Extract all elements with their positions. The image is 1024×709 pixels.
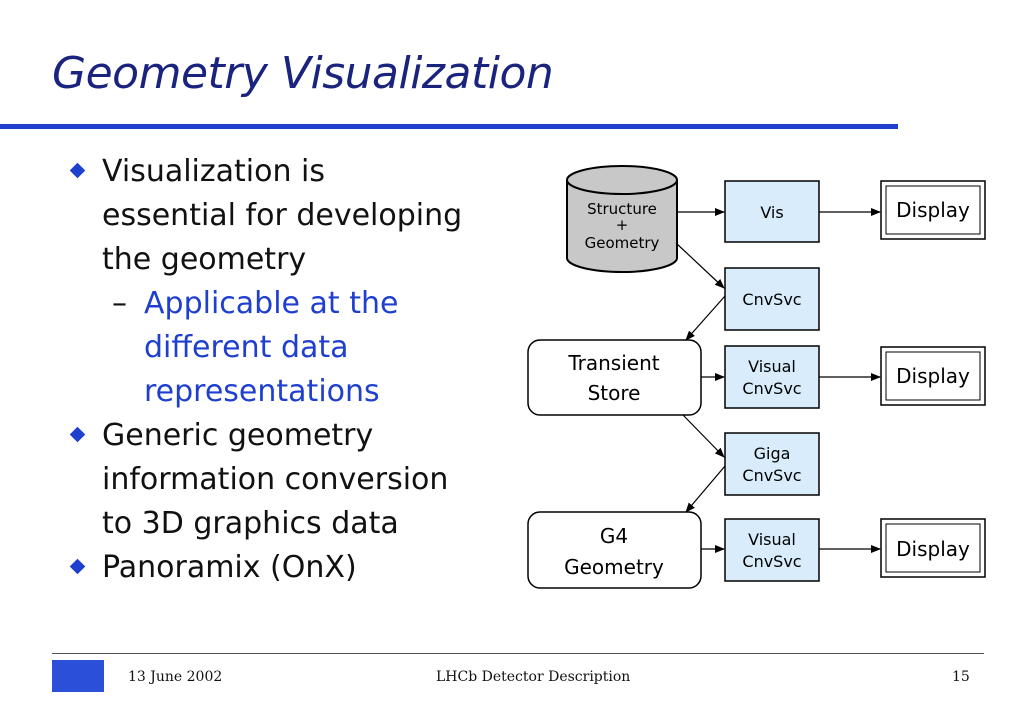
structure-geometry-database: Structure + Geometry xyxy=(566,165,678,273)
sub-bullet-line: different data xyxy=(144,330,349,365)
page-number: 15 xyxy=(952,669,970,685)
cnvsvc-label: CnvSvc xyxy=(742,290,801,309)
bullet-line: information conversion xyxy=(102,462,449,497)
transient-store-label-line: Store xyxy=(588,381,641,405)
sub-bullet-line: Applicable at the xyxy=(144,286,399,321)
bullet-line: essential for developing xyxy=(102,198,463,233)
visual-cnvsvc-label-line: CnvSvc xyxy=(742,552,801,571)
arrow-transient-to-giga xyxy=(682,414,725,458)
giga-cnvsvc-box: Giga CnvSvc xyxy=(724,432,820,496)
cylinder-label-line: + xyxy=(616,216,629,234)
bullet-list: Visualization is essential for developin… xyxy=(66,150,516,590)
sub-bullet-applicable: – Applicable at the different data repre… xyxy=(66,282,516,414)
bullet-generic-geometry: Generic geometry information conversion … xyxy=(66,414,516,546)
display-label: Display xyxy=(896,364,970,388)
slide-title: Geometry Visualization xyxy=(52,48,554,99)
visual-cnvsvc-label-line: Visual xyxy=(748,357,796,376)
arrow-cylinder-to-cnvsvc xyxy=(675,242,725,289)
giga-cnvsvc-label-line: CnvSvc xyxy=(742,466,801,485)
g4-geometry-box: G4 Geometry xyxy=(527,511,702,589)
bullet-panoramix: Panoramix (OnX) xyxy=(66,546,516,590)
lhcb-logo xyxy=(52,660,104,692)
footer-title: LHCb Detector Description xyxy=(436,669,631,685)
vis-box: Vis xyxy=(724,180,820,243)
bullet-line: the geometry xyxy=(102,242,307,277)
transient-store-box: Transient Store xyxy=(527,339,702,416)
transient-store-label-line: Transient xyxy=(567,351,659,375)
sub-bullet-line: representations xyxy=(144,374,380,409)
dash-bullet-icon: – xyxy=(112,286,127,321)
cylinder-label-line: Structure xyxy=(587,200,657,218)
title-underline xyxy=(0,124,898,129)
display-box-3: Display xyxy=(880,518,986,578)
bullet-line: to 3D graphics data xyxy=(102,506,399,541)
cnvsvc-box: CnvSvc xyxy=(724,267,820,331)
bullet-line: Visualization is xyxy=(102,154,325,189)
bullet-line: Generic geometry xyxy=(102,418,374,453)
g4-geometry-label-line: Geometry xyxy=(564,555,664,579)
display-box-2: Display xyxy=(880,346,986,406)
visual-cnvsvc-box-1: Visual CnvSvc xyxy=(724,345,820,409)
footer-rule xyxy=(52,653,984,654)
cylinder-label-line: Geometry xyxy=(585,234,660,252)
display-label: Display xyxy=(896,198,970,222)
giga-cnvsvc-label-line: Giga xyxy=(754,444,791,463)
cylinder-top xyxy=(566,165,678,195)
diagram-arrows xyxy=(675,208,881,553)
arrow-giga-to-g4 xyxy=(685,465,726,513)
display-box-1: Display xyxy=(880,180,986,240)
bullet-line: Panoramix (OnX) xyxy=(102,550,357,585)
visual-cnvsvc-label-line: CnvSvc xyxy=(742,379,801,398)
arrow-cnvsvc-to-transient xyxy=(685,295,726,341)
bullet-visualization: Visualization is essential for developin… xyxy=(66,150,516,282)
cylinder-body xyxy=(566,180,678,273)
g4-geometry-label-line: G4 xyxy=(600,524,628,548)
visual-cnvsvc-label-line: Visual xyxy=(748,530,796,549)
footer-date: 13 June 2002 xyxy=(128,669,223,685)
vis-label: Vis xyxy=(760,203,783,222)
visual-cnvsvc-box-2: Visual CnvSvc xyxy=(724,518,820,582)
display-label: Display xyxy=(896,537,970,561)
